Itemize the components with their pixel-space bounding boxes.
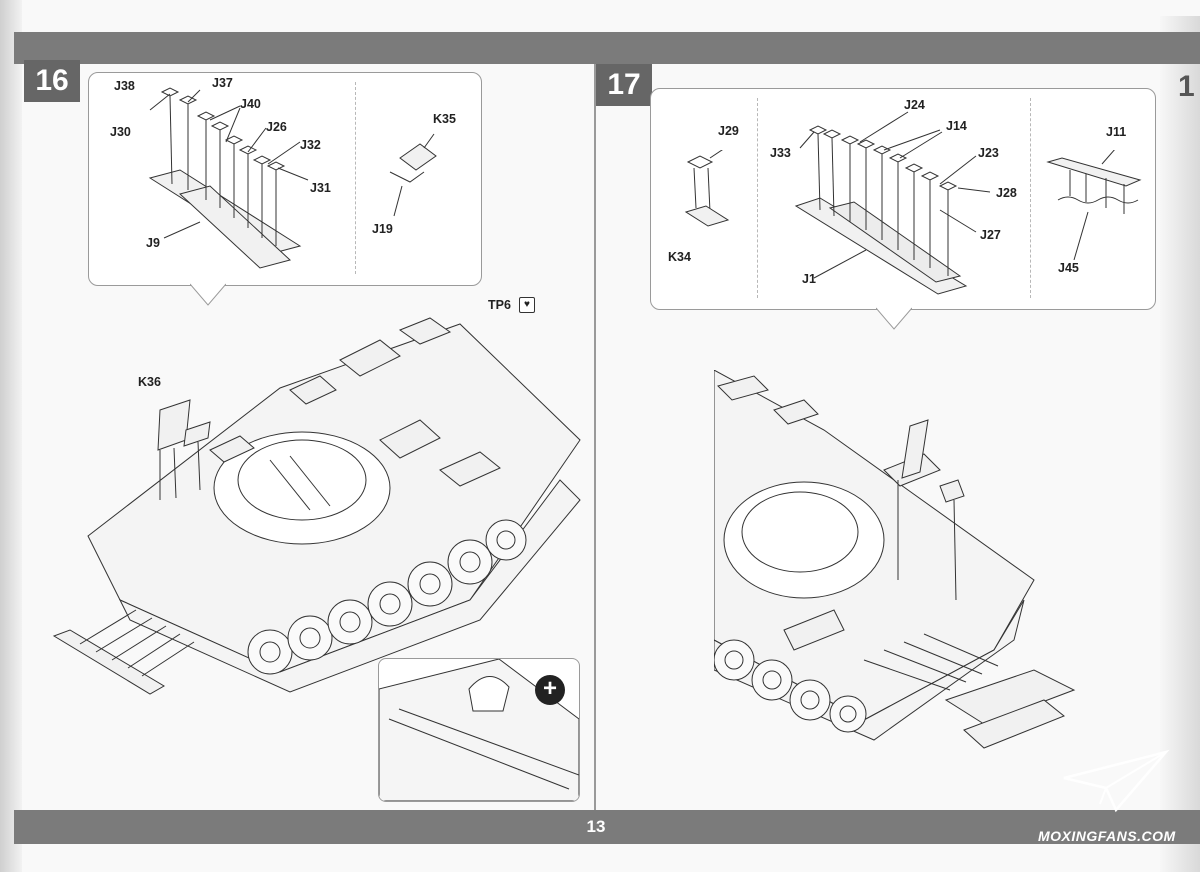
label-j9: J9 [146,236,160,250]
label-j37: J37 [212,76,233,90]
callout-pointer [876,307,912,330]
magnify-plus-icon: + [535,675,565,705]
next-page-step-digit: 1 [1178,70,1195,103]
step17-subassembly-callout [650,88,1156,310]
label-j33: J33 [770,146,791,160]
step17-k34-part-drawing [684,150,730,227]
bottom-gray-band [14,810,1200,844]
next-page-edge [1160,16,1200,872]
label-j28: J28 [996,186,1017,200]
label-j30: J30 [110,125,131,139]
watermark-text: MOXINGFANS.COM [1038,828,1176,844]
page-divider [594,64,596,810]
callout-pointer [190,283,226,306]
callout-separator [355,82,356,274]
detail-zoom-box: + [378,658,580,802]
label-j24: J24 [904,98,925,112]
label-j31: J31 [310,181,331,195]
binding-shadow [0,0,22,872]
step16-k35-part-drawing [389,133,437,217]
top-gray-band [14,32,1200,64]
label-j45: J45 [1058,261,1079,275]
step17-j1-plate-parts-drawing [794,111,991,295]
paper-plane-logo [1063,749,1170,813]
label-j23: J23 [978,146,999,160]
callout-separator [757,98,758,298]
label-k34: K34 [668,250,691,264]
label-tp6: TP6 [488,298,511,312]
label-k36: K36 [138,375,161,389]
step16-plate-parts-drawing [148,87,309,269]
label-j40: J40 [240,97,261,111]
heart-icon: ♥ [519,297,535,313]
label-j32: J32 [300,138,321,152]
label-j1: J1 [802,272,816,286]
label-j29: J29 [718,124,739,138]
label-j11: J11 [1106,125,1127,139]
callout-separator [1030,98,1031,298]
step17-j11-part-drawing [1046,150,1142,260]
label-j19: J19 [372,222,393,236]
label-j38: J38 [114,79,135,93]
zoom-detail-drawing [379,659,579,801]
label-j14: J14 [946,119,967,133]
step16-tank-hull-drawing [52,317,581,695]
label-k35: K35 [433,112,456,126]
label-j27: J27 [980,228,1001,242]
page-number: 13 [586,817,606,836]
label-j26: J26 [266,120,287,134]
step-number-17: 17 [596,64,652,106]
step-number-16: 16 [24,60,80,102]
step17-tank-hull-drawing [714,370,1076,749]
